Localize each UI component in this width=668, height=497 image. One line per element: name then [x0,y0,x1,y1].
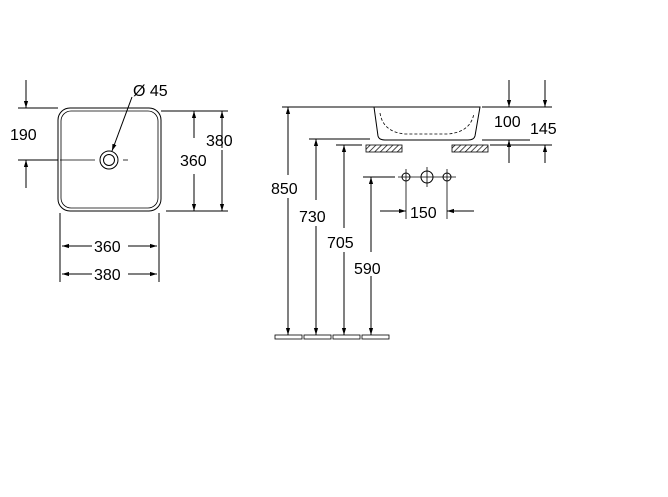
floor-plate-2 [303,334,332,340]
counter-support-right [451,144,489,153]
floor-plate-4 [361,334,390,340]
dim-850-label: 850 [271,181,298,198]
floor-plate-1 [274,334,303,340]
dim-360v-label: 360 [180,153,207,170]
counter-support-left [365,144,403,153]
top-view: Ø 45 190 360 380 360 380 [10,80,233,284]
drain-inner-circle [103,154,115,166]
dim-100-label: 100 [494,114,521,131]
dim-590-label: 590 [354,261,381,278]
drain-outer-circle [99,150,119,170]
dim-150-label: 150 [410,205,437,222]
drain-diameter-label: Ø 45 [133,83,168,100]
dim-705-label: 705 [327,235,354,252]
dim-380v-label: 380 [206,133,233,150]
basin-side-outline [373,106,481,141]
basin-hidden-bowl [379,112,475,135]
floor-plate-3 [332,334,361,340]
dim-360h-label: 360 [94,239,121,256]
dim-730-label: 730 [299,209,326,226]
drain-leader [111,96,133,152]
dim-190-label: 190 [10,127,37,144]
side-view: 100 145 150 850 730 705 590 [271,80,557,340]
basin-outer-outline [57,107,162,212]
dim-380h-label: 380 [94,267,121,284]
basin-inner-outline [60,110,159,209]
dim-145-label: 145 [530,121,557,138]
